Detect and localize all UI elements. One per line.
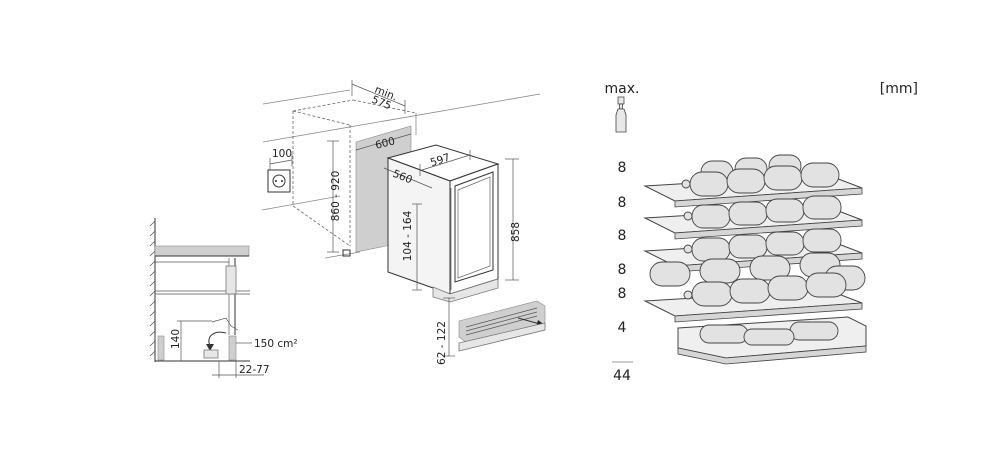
total-capacity: 44: [613, 368, 631, 384]
door-handle: [225, 265, 237, 295]
shelf-2: [643, 195, 863, 240]
niche-outline: [292, 99, 417, 247]
shelf-capacity-1: 8: [618, 160, 627, 176]
plinth-range-label: 104 - 164: [402, 210, 414, 261]
units-label: [mm]: [880, 81, 918, 97]
shelf-capacity-4: 8: [618, 262, 627, 278]
vent-flow-arrow: [208, 331, 227, 347]
plinth-left: [157, 335, 165, 361]
shelf-capacity-3: 8: [618, 228, 627, 244]
niche-height-label: 860 - 920: [330, 171, 342, 222]
installation-view: 100 min. 575 600 860 - 920 597 560: [261, 80, 546, 365]
shelf-1: [643, 154, 863, 208]
foot-gap-label: 22-77: [239, 364, 270, 376]
vent-height-label: 140: [170, 329, 182, 349]
shelf-6: [677, 316, 867, 365]
section-view: 140 150 cm² 22-77: [149, 218, 298, 378]
wall-hatch: [149, 220, 156, 357]
shelf-4-5: [643, 252, 866, 323]
niche-width-label: 600: [374, 135, 396, 151]
outlet-offset-label: 100: [272, 148, 292, 160]
grille-base: [458, 322, 546, 352]
capacity-column: max. 8 8 8 8 8 4 44: [605, 81, 640, 384]
mounting-bracket: [342, 249, 351, 257]
vent-arrowhead: [206, 344, 214, 351]
airflow-out-line: [517, 317, 541, 325]
power-outlet: [267, 169, 291, 193]
foot-range-label: 62 - 122: [436, 321, 448, 365]
capacity-header: max.: [605, 81, 640, 97]
door-glass: [457, 176, 491, 279]
shelf-capacity-2: 8: [618, 195, 627, 211]
adjustable-foot: [203, 349, 219, 359]
bottle-shelves-illustration: [643, 154, 867, 365]
grille-slats: [465, 307, 538, 336]
unit-height-label: 858: [510, 222, 522, 242]
outlet-socket-icon: [272, 174, 286, 188]
worktop: [154, 245, 250, 257]
unit-width-label: 597: [429, 152, 452, 170]
shelf-capacity-6: 4: [618, 320, 627, 336]
door-frame: [454, 171, 494, 283]
plinth-right: [228, 335, 237, 361]
unit-plinth: [432, 278, 499, 303]
bottle-icon: [615, 96, 627, 133]
vent-hose: [211, 317, 239, 331]
shelf-capacity-5: 8: [618, 286, 627, 302]
vent-area-label: 150 cm²: [254, 338, 298, 350]
